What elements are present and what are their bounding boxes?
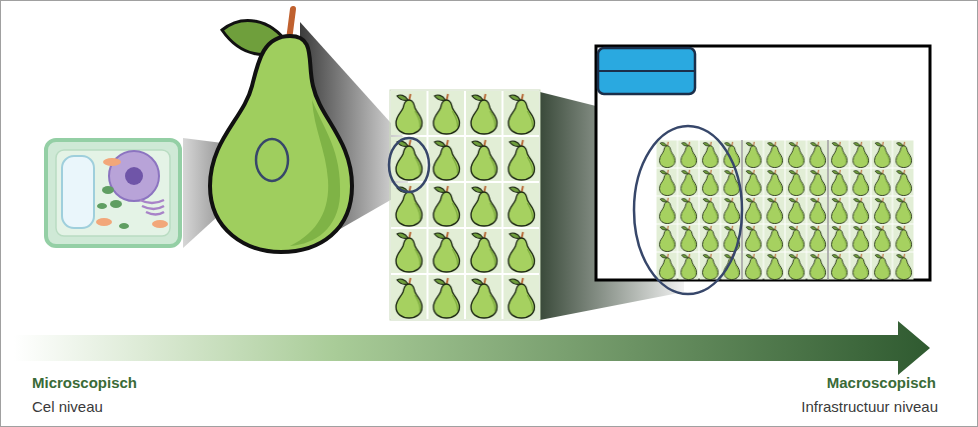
cell-wall: [46, 140, 180, 246]
cell-membrane: [56, 150, 170, 236]
scale-label: Macroscopisch: [827, 374, 936, 392]
scale-sublabel: Cel niveau: [32, 398, 103, 416]
pear-body: [210, 36, 352, 252]
scale-sublabel: Infrastructuur niveau: [801, 398, 938, 416]
chloroplast: [97, 203, 107, 209]
zoom-circle: [389, 138, 429, 192]
zoom-circle: [256, 139, 288, 181]
pear-illustration: [210, 9, 352, 252]
crate-grid: [390, 90, 540, 320]
vacuole: [62, 156, 94, 228]
mitochondrion: [103, 158, 121, 166]
mitochondrion: [96, 218, 112, 226]
zoom-circle: [634, 126, 742, 294]
golgi: [140, 200, 164, 215]
chloroplast: [119, 223, 129, 229]
cooling-unit-line: [598, 70, 695, 72]
plant-cell: [46, 140, 180, 246]
crate-stack: [656, 140, 914, 280]
nucleus: [109, 151, 159, 201]
stack-divider: [827, 140, 829, 280]
pear-shading: [290, 100, 340, 246]
storage-building: [596, 46, 930, 280]
chloroplast: [110, 200, 122, 208]
nucleolus: [125, 167, 143, 185]
chloroplast: [102, 186, 114, 194]
mitochondrion: [152, 220, 168, 228]
scale-arrow: [14, 321, 930, 375]
cooling-unit: [598, 48, 695, 94]
scale-label: Microscopisch: [32, 374, 137, 392]
